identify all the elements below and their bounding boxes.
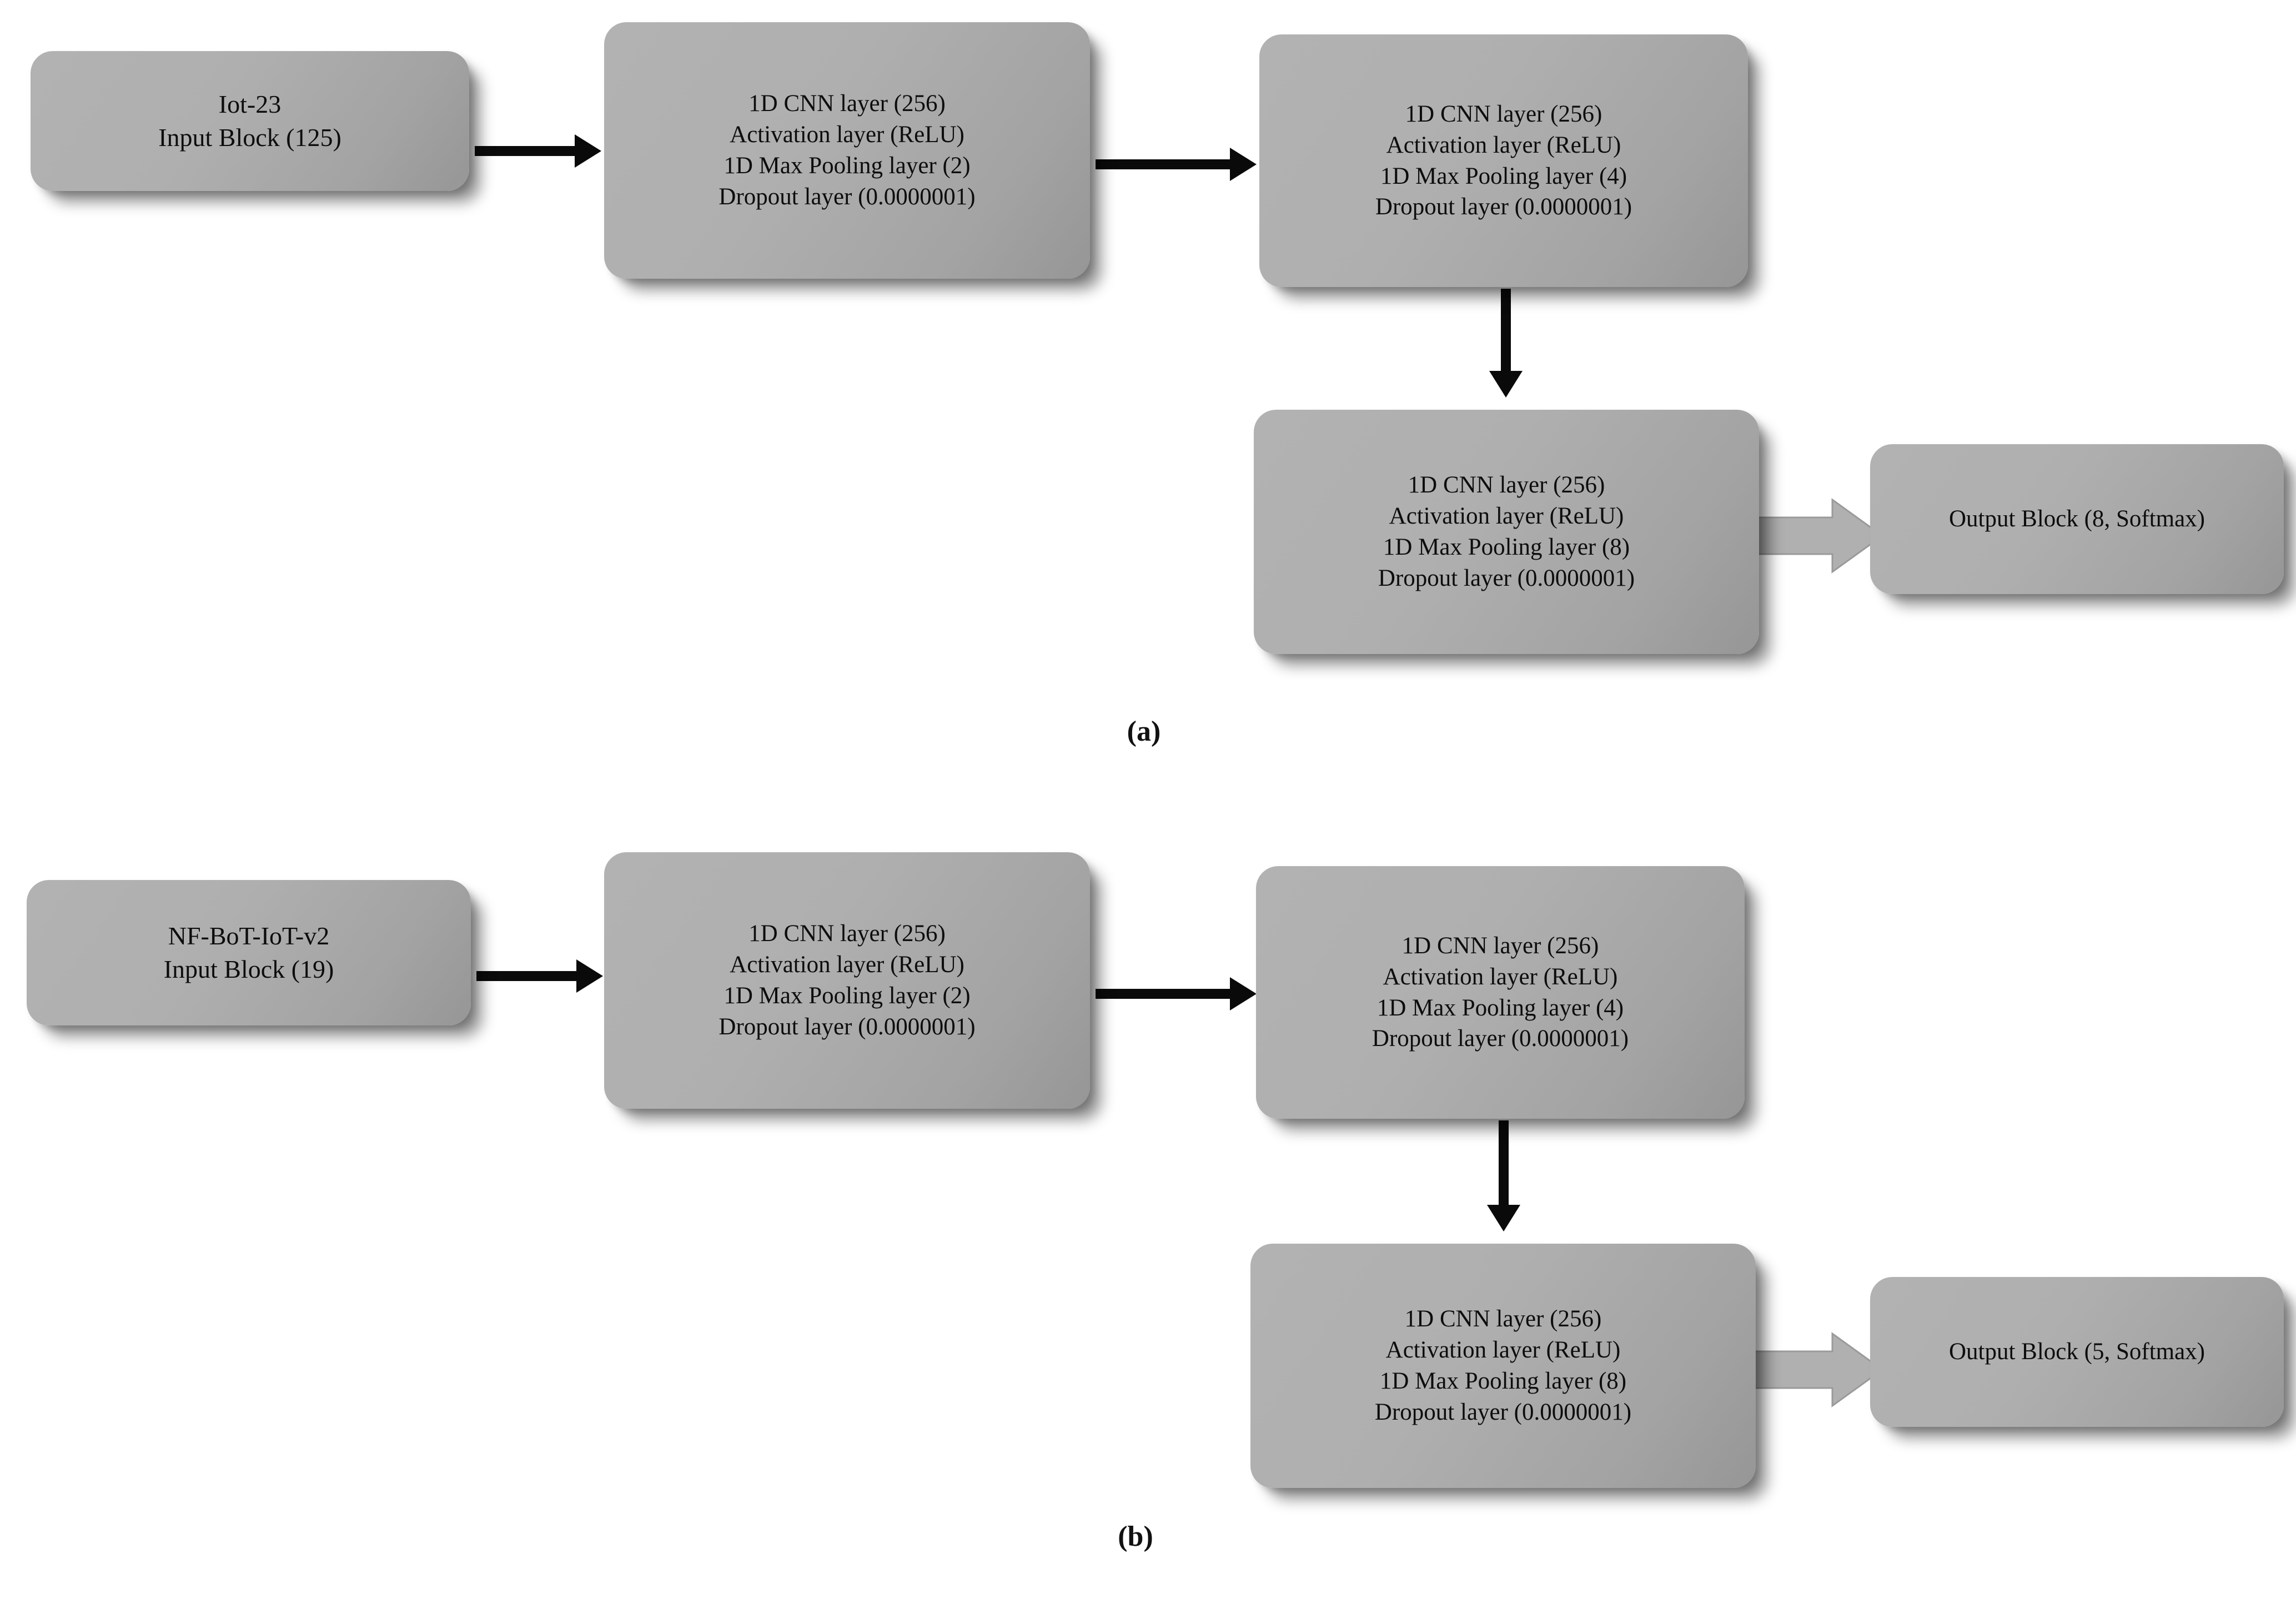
conv-block-2-a-line-3: 1D Max Pooling layer (4): [1380, 163, 1627, 189]
conv-block-1-b-line-4: Dropout layer (0.0000001): [719, 1013, 976, 1040]
conv-block-3-a-line-3: 1D Max Pooling layer (8): [1383, 534, 1630, 560]
conv-block-3-b-line-2: Activation layer (ReLU): [1385, 1337, 1621, 1364]
output-block-b: Output Block (5, Softmax): [1870, 1277, 2284, 1427]
conv-block-1-b-line-3: 1D Max Pooling layer (2): [724, 983, 971, 1009]
conv-block-3-a-line-1: 1D CNN layer (256): [1408, 472, 1605, 499]
conv-block-1-a-line-4: Dropout layer (0.0000001): [719, 183, 976, 210]
figure-b-canvas: NF-BoT-IoT-v2 Input Block (19) 1D CNN la…: [0, 800, 2296, 1599]
conv-block-3-a-line-4: Dropout layer (0.0000001): [1378, 565, 1635, 591]
figure-b: NF-BoT-IoT-v2 Input Block (19) 1D CNN la…: [0, 800, 2296, 1596]
block-arrow-conv3-to-output-a: [1744, 494, 1882, 577]
figure-a-caption: (a): [1127, 716, 1161, 747]
conv-block-2-a: 1D CNN layer (256) Activation layer (ReL…: [1259, 34, 1748, 287]
conv-block-2-b-line-1: 1D CNN layer (256): [1401, 932, 1599, 959]
conv-block-2-b-line-2: Activation layer (ReLU): [1383, 963, 1618, 990]
conv-block-1-b-line-2: Activation layer (ReLU): [730, 952, 964, 978]
conv-block-2-b: 1D CNN layer (256) Activation layer (ReL…: [1256, 866, 1745, 1119]
output-block-a-line-1: Output Block (8, Softmax): [1948, 506, 2205, 532]
input-block-b-line-2: Input Block (19): [163, 955, 334, 983]
conv-block-2-b-line-3: 1D Max Pooling layer (4): [1376, 994, 1624, 1021]
figure-b-caption: (b): [1118, 1521, 1153, 1552]
conv-block-1-b: 1D CNN layer (256) Activation layer (ReL…: [604, 852, 1090, 1109]
input-block-a-line-2: Input Block (125): [158, 123, 341, 152]
figure-a: Iot-23 Input Block (125) 1D CNN layer (2…: [31, 22, 2284, 747]
input-block-b-line-1: NF-BoT-IoT-v2: [168, 922, 330, 951]
output-block-b-line-1: Output Block (5, Softmax): [1948, 1339, 2205, 1365]
conv-block-1-a: 1D CNN layer (256) Activation layer (ReL…: [604, 22, 1090, 279]
conv-block-1-a-line-2: Activation layer (ReLU): [730, 122, 964, 148]
conv-block-1-a-line-1: 1D CNN layer (256): [748, 90, 946, 117]
output-block-a: Output Block (8, Softmax): [1870, 444, 2284, 594]
conv-block-2-a-line-4: Dropout layer (0.0000001): [1375, 194, 1632, 220]
conv-block-3-a: 1D CNN layer (256) Activation layer (ReL…: [1254, 410, 1759, 654]
input-block-a-line-1: Iot-23: [218, 90, 282, 119]
conv-block-3-a-line-2: Activation layer (ReLU): [1389, 503, 1624, 530]
conv-block-3-b-line-1: 1D CNN layer (256): [1404, 1306, 1602, 1332]
input-block-a: Iot-23 Input Block (125): [31, 51, 469, 191]
conv-block-3-b-line-4: Dropout layer (0.0000001): [1374, 1399, 1632, 1425]
conv-block-1-b-line-1: 1D CNN layer (256): [748, 921, 946, 947]
block-arrow-conv3-to-output-b: [1744, 1328, 1882, 1411]
conv-block-2-a-line-2: Activation layer (ReLU): [1386, 132, 1621, 158]
conv-block-1-a-line-3: 1D Max Pooling layer (2): [724, 153, 971, 179]
conv-block-3-b: 1D CNN layer (256) Activation layer (ReL…: [1250, 1244, 1756, 1488]
conv-block-2-a-line-1: 1D CNN layer (256): [1405, 100, 1602, 127]
figure-a-canvas: Iot-23 Input Block (125) 1D CNN layer (2…: [31, 22, 2284, 747]
conv-block-2-b-line-4: Dropout layer (0.0000001): [1371, 1025, 1629, 1052]
input-block-b: NF-BoT-IoT-v2 Input Block (19): [27, 880, 471, 1025]
conv-block-3-b-line-3: 1D Max Pooling layer (8): [1379, 1368, 1627, 1394]
